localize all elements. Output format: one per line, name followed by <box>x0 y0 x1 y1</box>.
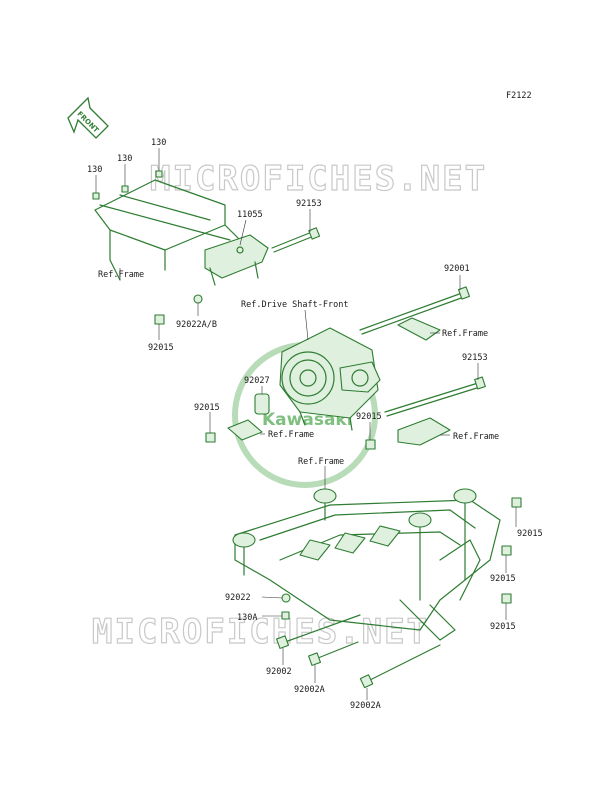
watermark-top: MICROFICHES.NET <box>150 159 487 199</box>
bolt-92153-upper <box>271 227 321 253</box>
bolt-92002A-right <box>359 644 441 689</box>
label-92015-center: 92015 <box>356 412 382 422</box>
washer-92022ab <box>193 294 203 304</box>
label-130-b: 130 <box>117 154 132 164</box>
label-92015-upper: 92015 <box>148 343 174 353</box>
label-92022: 92022 <box>225 593 251 603</box>
label-130-a: 130 <box>87 165 102 175</box>
front-arrow-icon: FRONT <box>67 96 109 139</box>
label-92153-upper: 92153 <box>296 199 322 209</box>
frame-tab-right-upper <box>397 317 441 341</box>
label-92015-r1: 92015 <box>517 529 543 539</box>
label-92002A-left: 92002A <box>294 685 325 695</box>
label-92027: 92027 <box>244 376 270 386</box>
label-92002: 92002 <box>266 667 292 677</box>
upper-frame-section <box>94 179 241 281</box>
label-130A: 130A <box>237 613 257 623</box>
nut-92015-r2 <box>501 545 512 556</box>
bolt-92001 <box>359 286 471 335</box>
mount-bracket-11055 <box>204 234 269 286</box>
figure-code: F2122 <box>506 91 532 101</box>
label-ref-frame-5: Ref.Frame <box>298 457 344 467</box>
bolt-92153-lower <box>384 376 486 417</box>
nut-92015-upper <box>154 314 165 325</box>
nut-92015-center <box>365 439 376 450</box>
label-11055: 11055 <box>237 210 263 220</box>
label-ref-frame-3: Ref.Frame <box>268 430 314 440</box>
bolt-92002 <box>276 614 361 649</box>
nut-92015-r3 <box>501 593 512 604</box>
label-ref-drive-shaft-front: Ref.Drive Shaft-Front <box>241 300 348 310</box>
label-92153-lower: 92153 <box>462 353 488 363</box>
collar-92027 <box>254 393 270 415</box>
label-130-c: 130 <box>151 138 166 148</box>
washer-92022 <box>281 593 291 603</box>
label-ref-frame-4: Ref.Frame <box>453 432 499 442</box>
label-92015-left: 92015 <box>194 403 220 413</box>
frame-tab-right-lower <box>397 417 451 446</box>
nut-92015-left <box>205 432 216 443</box>
bolt-92002A-left <box>308 641 359 666</box>
label-ref-frame-2: Ref.Frame <box>442 329 488 339</box>
label-92002A-right: 92002A <box>350 701 381 711</box>
watermark-bottom: MICROFICHES.NET <box>92 612 429 652</box>
label-92001: 92001 <box>444 264 470 274</box>
frame-tab-left <box>227 419 263 441</box>
label-ref-frame-1: Ref.Frame <box>98 270 144 280</box>
nut-92015-r1 <box>511 497 522 508</box>
lower-frame <box>232 488 501 641</box>
label-92022ab: 92022A/B <box>176 320 217 330</box>
leader-lines <box>95 148 517 700</box>
bolt-130A <box>281 611 290 620</box>
label-92015-r3: 92015 <box>490 622 516 632</box>
label-92015-r2: 92015 <box>490 574 516 584</box>
final-gear-case <box>279 327 381 431</box>
